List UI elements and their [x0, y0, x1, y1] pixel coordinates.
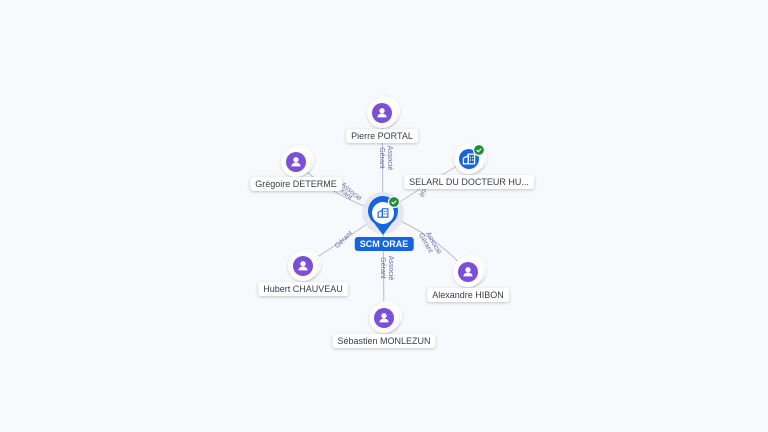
node-label-hubert[interactable]: Hubert CHAUVEAU [258, 282, 348, 296]
edge-label-sebastien: Gérant [379, 257, 386, 278]
edge-label-pierre: Associé [386, 146, 393, 171]
edge-label-sebastien: Associé [387, 256, 394, 281]
edge-label-pierre: Gérant [378, 147, 385, 168]
node-label-alexandre[interactable]: Alexandre HIBON [427, 288, 509, 302]
center-node[interactable] [362, 192, 404, 235]
node-selarl[interactable] [454, 142, 487, 174]
node-gregoire[interactable] [281, 145, 314, 177]
node-alexandre[interactable] [453, 255, 486, 287]
verified-check-icon [472, 143, 486, 157]
node-label-sebastien[interactable]: Sébastien MONLEZUN [332, 334, 436, 348]
node-hubert[interactable] [288, 249, 321, 281]
node-pierre[interactable] [367, 96, 400, 128]
node-label-selarl[interactable]: SELARL DU DOCTEUR HU... [404, 175, 534, 189]
verified-check-icon [387, 195, 401, 209]
node-label-gregoire[interactable]: Grégoire DETERME [250, 177, 342, 191]
center-node-label[interactable]: SCM ORAE [354, 237, 414, 251]
edge-label-hubert: Gérant [334, 230, 354, 250]
center-pin-core [372, 202, 394, 224]
node-label-pierre[interactable]: Pierre PORTAL [346, 129, 418, 143]
node-sebastien[interactable] [369, 301, 402, 333]
